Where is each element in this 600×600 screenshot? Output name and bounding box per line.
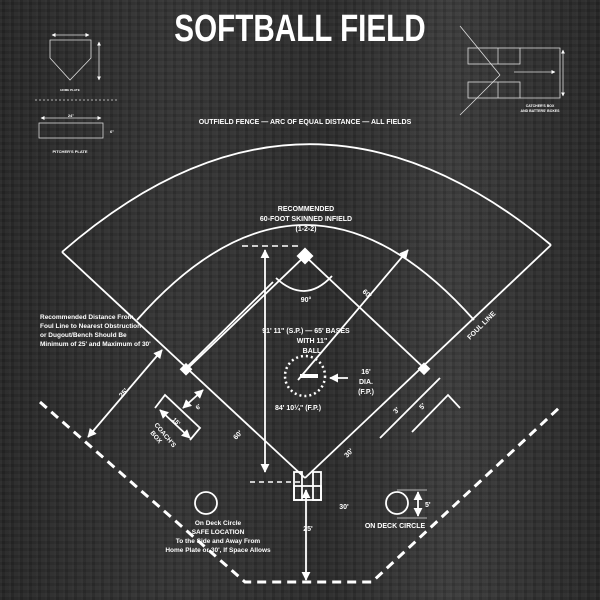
infield-arc <box>136 224 475 321</box>
angle-label: 90° <box>301 296 312 304</box>
catchers-box <box>293 485 322 501</box>
home-30-label: 30' <box>339 504 349 511</box>
third-base <box>179 362 193 376</box>
pitchers-plate-inset <box>38 122 104 139</box>
obstruction-note-2: Foul Line to Nearest Obstruction <box>40 323 141 330</box>
catchers-box-inset: CATCHER'S BOX AND BATTERS' BOXES <box>459 25 565 116</box>
pitchers-plate-caption: PITCHER'S PLATE <box>52 149 87 154</box>
on-deck-circle-right <box>385 491 409 515</box>
base-distance-label: 60' <box>361 288 373 300</box>
infield-label-3: (1-2-2) <box>295 226 316 233</box>
svg-text:CATCHER'S BOX: CATCHER'S BOX <box>526 104 555 108</box>
sp-label-1: 91' 11" (S.P.) — 65' BASES <box>262 328 350 335</box>
deck-left-2: SAFE LOCATION <box>192 529 245 536</box>
plate-6: 6" <box>110 129 114 134</box>
runner-lane-line <box>379 377 441 439</box>
coach-6-arrow <box>182 389 204 409</box>
left-parallel <box>186 281 274 368</box>
deck-right-label: ON DECK CIRCLE <box>365 523 426 530</box>
on-deck-circle-left <box>194 491 218 515</box>
deck-5-label: 5' <box>425 502 431 509</box>
obstruction-note-3: or Dugout/Bench Should Be <box>40 332 127 339</box>
deck-left-1: On Deck Circle <box>195 520 242 527</box>
page-title: SOFTBALL FIELD <box>174 8 426 50</box>
infield-label-2: 60-FOOT SKINNED INFIELD <box>260 216 352 223</box>
coach-15-label: 15' <box>171 417 181 427</box>
plate-24: 24" <box>68 113 74 118</box>
obstruction-note-1: Recommended Distance From <box>40 314 134 321</box>
home-plate-caption: HOME PLATE <box>60 88 79 92</box>
circle-label-3: (F.P.) <box>358 389 374 396</box>
right-coach-box <box>411 393 461 433</box>
left-60-label: 60' <box>232 430 244 442</box>
sp-label-2: WITH 11" <box>297 338 328 345</box>
right-foul-line <box>304 244 552 479</box>
angle-arc <box>275 275 333 292</box>
dist-25-left: 25' <box>118 387 130 399</box>
coach-15-arrow <box>159 409 191 439</box>
circle-label-1: 16' <box>361 369 371 376</box>
first-base <box>417 362 431 376</box>
pitcher-circle <box>283 354 327 398</box>
coach-6-label: 6' <box>195 403 203 411</box>
right-3-label: 3' <box>392 406 401 415</box>
pitcher-rubber <box>300 374 318 378</box>
right-5-label: 5' <box>418 402 427 411</box>
outfield-fence-label: OUTFIELD FENCE — ARC OF EQUAL DISTANCE —… <box>199 119 412 126</box>
foul-line-label: FOUL LINE <box>466 310 497 341</box>
svg-text:AND BATTERS' BOXES: AND BATTERS' BOXES <box>521 109 561 113</box>
backstop-dashed <box>39 400 562 584</box>
deck-left-3: To the Side and Away From <box>176 538 261 545</box>
diagonal-arrow <box>297 249 409 381</box>
fp-label: 84' 10¼" (F.P.) <box>275 404 321 412</box>
deck-left-4: Home Plate or 30', If Space Allows <box>165 547 271 554</box>
circle-label-2: DIA. <box>359 379 373 386</box>
outfield-fence <box>61 143 552 253</box>
infield-label-1: RECOMMENDED <box>278 206 334 213</box>
sp-label-3: BALL <box>303 348 322 355</box>
backstop-25-label: 25' <box>303 526 313 533</box>
obstruction-note-4: Minimum of 25' and Maximum of 30' <box>40 341 151 348</box>
second-base <box>296 247 314 265</box>
home-plate-inset <box>49 39 92 81</box>
right-30-label: 30' <box>343 448 355 460</box>
dugout-arrow <box>87 349 163 438</box>
